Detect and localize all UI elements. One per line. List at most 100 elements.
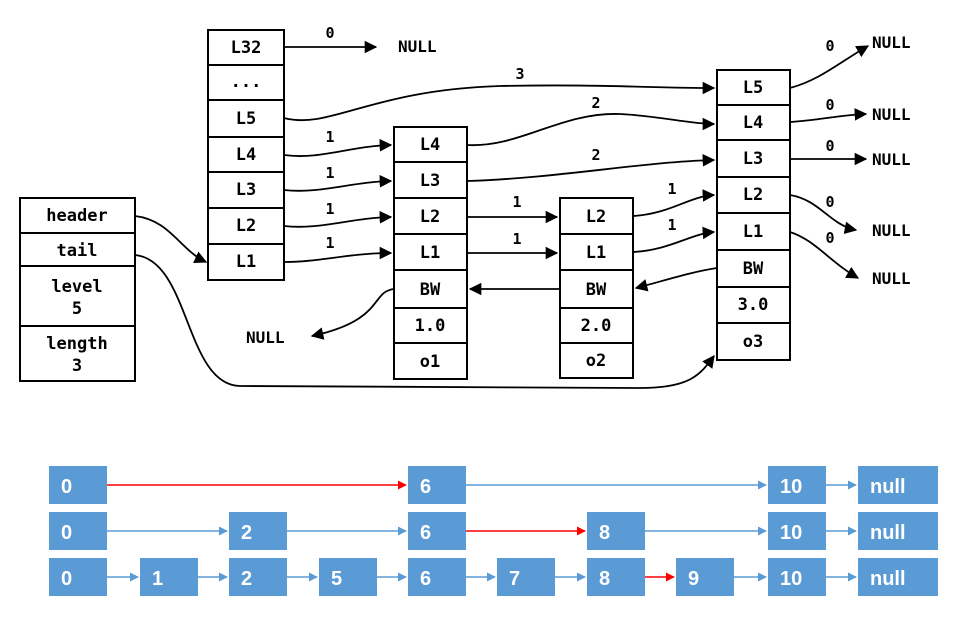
header-level-L4: L4 — [236, 145, 256, 165]
value-label: 6 — [420, 522, 431, 544]
value-label: 2 — [241, 568, 252, 590]
null-L32: NULL — [398, 37, 437, 56]
header-label: header — [46, 206, 107, 226]
value-box — [768, 466, 826, 504]
value-box — [408, 558, 466, 596]
null-o3-L5: NULL — [872, 33, 911, 52]
o1-level-L2: L2 — [420, 207, 440, 227]
value-box — [49, 512, 107, 550]
value-label: 5 — [331, 568, 342, 590]
pointer-header-to-L1 — [134, 215, 208, 263]
span-L32: 0 — [325, 24, 334, 42]
value-label: 7 — [509, 568, 520, 590]
header-level-L5: L5 — [236, 109, 256, 129]
o3-level-L1: L1 — [743, 222, 763, 242]
value-label: 9 — [688, 568, 699, 590]
value-box — [49, 466, 107, 504]
o3-score: 3.0 — [738, 295, 769, 315]
value-label: 8 — [599, 522, 610, 544]
pointer-o2-L1 — [632, 226, 716, 253]
span-o2-L2: 1 — [667, 180, 676, 198]
value-label: 1 — [152, 568, 163, 590]
pointer-o1-bw-null — [310, 288, 395, 340]
value-box — [768, 512, 826, 550]
o3-level-L5: L5 — [743, 78, 763, 98]
pointer-h-L1 — [283, 246, 393, 263]
null-box — [858, 558, 938, 596]
value-box — [319, 558, 377, 596]
value-label: 0 — [61, 568, 72, 590]
value-label: 2 — [241, 522, 252, 544]
skiplist-text: header tail level 5 length 3 L32 ... L5 … — [46, 38, 768, 376]
pointer-L5 — [283, 81, 716, 122]
null-o3-L1: NULL — [872, 269, 911, 288]
skiplist-pointers — [134, 40, 870, 389]
value-label: 0 — [61, 522, 72, 544]
o3-level-L3: L3 — [743, 149, 763, 169]
header-node — [207, 29, 285, 281]
span-o1-L2: 1 — [512, 193, 521, 211]
pointer-o3-L2-null — [789, 194, 858, 235]
value-label: 6 — [420, 568, 431, 590]
node-o2 — [559, 197, 634, 379]
null-o3-L2: NULL — [872, 221, 911, 240]
value-label: null — [870, 568, 906, 590]
span-o3-L3: 0 — [825, 137, 834, 155]
null-o1-bw: NULL — [246, 328, 285, 347]
value-label: null — [870, 522, 906, 544]
value-box — [408, 512, 466, 550]
value-label: 10 — [780, 522, 802, 544]
o1-level-L4: L4 — [420, 135, 440, 155]
o2-level-L1: L1 — [586, 243, 606, 263]
length-label: length — [46, 334, 107, 354]
value-box — [497, 558, 555, 596]
span-o2-L1: 1 — [667, 216, 676, 234]
o3-level-L4: L4 — [743, 113, 763, 133]
span-o3-L4: 0 — [825, 96, 834, 114]
value-box — [229, 512, 287, 550]
o1-score: 1.0 — [415, 316, 446, 336]
span-h-L2: 1 — [325, 200, 334, 218]
value-box — [676, 558, 734, 596]
pointer-tail-to-o3 — [134, 254, 715, 389]
node-o1 — [393, 126, 468, 380]
pointer-o3-L5-null — [789, 45, 870, 89]
span-labels: 0 3 1 1 1 1 2 2 1 1 1 1 0 0 0 0 0 — [325, 24, 834, 252]
level-label: level — [51, 277, 102, 297]
skiplist-structure — [19, 29, 791, 382]
pointer-h-L2 — [283, 210, 393, 228]
value-box — [140, 558, 198, 596]
header-level-L1: L1 — [236, 252, 256, 272]
pointer-o3-L1-null — [789, 231, 860, 279]
null-box — [858, 466, 938, 504]
span-o1-L4: 2 — [591, 94, 600, 112]
o3-level-L2: L2 — [743, 185, 763, 205]
pointer-o2-L2 — [632, 189, 716, 217]
null-box — [858, 512, 938, 550]
value-label: 10 — [780, 476, 802, 498]
null-labels: NULL NULL NULL NULL NULL NULL NULL — [246, 33, 911, 347]
o1-level-L1: L1 — [420, 243, 440, 263]
span-h-L4: 1 — [325, 128, 334, 146]
span-L5: 3 — [515, 65, 524, 83]
value-box — [587, 512, 645, 550]
o3-backward: BW — [743, 259, 764, 279]
value-label: 0 — [61, 476, 72, 498]
zskiplist-struct — [19, 197, 136, 382]
header-level-ellipsis: ... — [231, 72, 262, 92]
tail-label: tail — [57, 241, 98, 261]
length-value: 3 — [72, 356, 82, 376]
pointer-o1-L3 — [466, 154, 716, 182]
o1-obj: o1 — [420, 352, 440, 372]
value-box — [49, 558, 107, 596]
o3-obj: o3 — [743, 332, 763, 352]
value-label: 10 — [780, 568, 802, 590]
header-level-L3: L3 — [236, 180, 256, 200]
o2-backward: BW — [586, 280, 607, 300]
span-h-L3: 1 — [325, 164, 334, 182]
value-box — [408, 466, 466, 504]
span-o3-L1: 0 — [825, 229, 834, 247]
pointer-o3-L4-null — [789, 108, 868, 123]
